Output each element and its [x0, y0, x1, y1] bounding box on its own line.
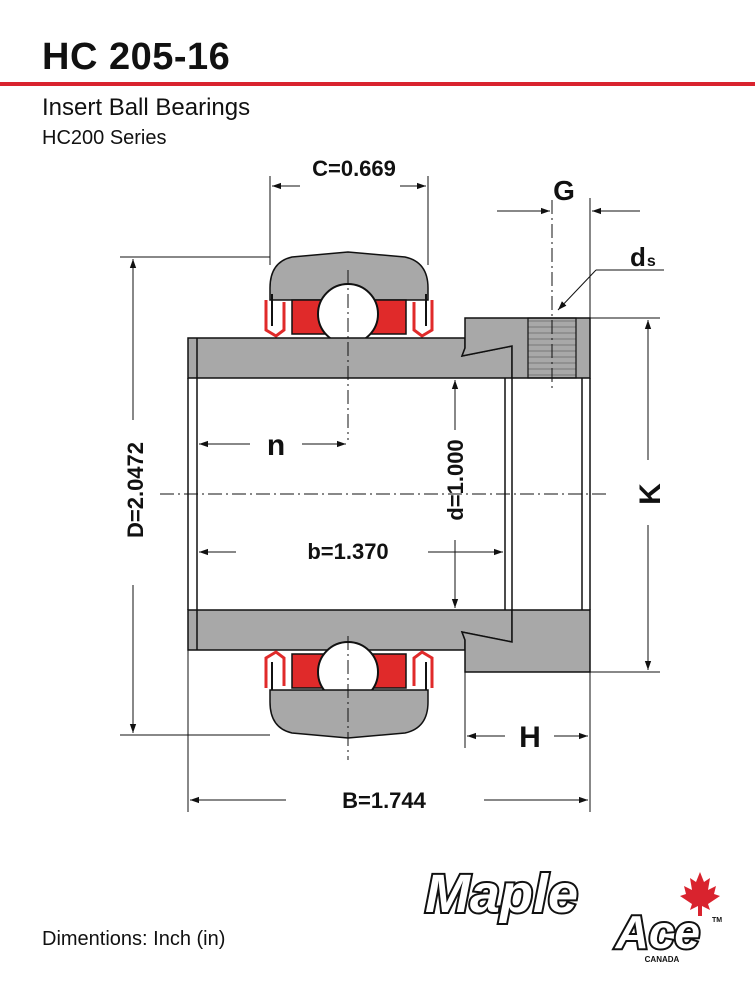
dimension-c-label: C=0.669	[312, 156, 396, 181]
dimension-d-outer: D=2.0472	[120, 256, 270, 736]
seal-right-top	[412, 294, 434, 338]
dimension-ds-label: ds	[630, 242, 656, 272]
dimension-k-label: K	[634, 483, 667, 505]
dimension-k: K	[590, 317, 667, 673]
seal-right-bottom	[412, 650, 434, 694]
page-title: HC 205-16	[42, 36, 231, 78]
dimension-n: n	[199, 429, 346, 462]
title-divider	[0, 82, 755, 86]
outer-ring-top	[269, 251, 429, 301]
dimension-b-total-label: B=1.744	[342, 788, 427, 813]
dimension-b: b=1.370	[199, 539, 503, 564]
units-note: Dimentions: Inch (in)	[42, 928, 226, 950]
inner-ring-top	[187, 337, 513, 379]
dimension-d-bore: d=1.000	[443, 380, 468, 608]
product-series: HC200 Series	[42, 127, 167, 149]
logo-word-ace: Ace	[615, 906, 700, 958]
product-subtitle: Insert Ball Bearings	[42, 94, 251, 121]
dimension-ds: ds	[557, 242, 664, 311]
logo-trademark: TM	[712, 917, 722, 924]
seal-left-top	[264, 294, 286, 338]
dimension-d-bore-label: d=1.000	[443, 439, 468, 520]
dimension-g: G	[497, 175, 640, 318]
maple-leaf-icon	[680, 872, 720, 916]
dimension-g-label: G	[553, 175, 575, 206]
outer-ring-bottom	[269, 689, 429, 739]
logo-word-maple: Maple	[425, 864, 578, 924]
seal-left-bottom	[264, 650, 286, 694]
dimension-h-label: H	[519, 721, 541, 754]
collar-bottom	[460, 609, 591, 673]
dimension-d-outer-label: D=2.0472	[123, 442, 148, 538]
dimension-b-label: b=1.370	[307, 539, 388, 564]
dimension-n-label: n	[267, 429, 285, 462]
dimension-c: C=0.669	[269, 156, 429, 265]
dimension-b-total: B=1.744	[187, 650, 591, 813]
logo-country: CANADA	[645, 955, 680, 964]
dimension-h: H	[464, 672, 591, 754]
maple-ace-logo: Maple Ace CANADA TM	[423, 862, 722, 964]
